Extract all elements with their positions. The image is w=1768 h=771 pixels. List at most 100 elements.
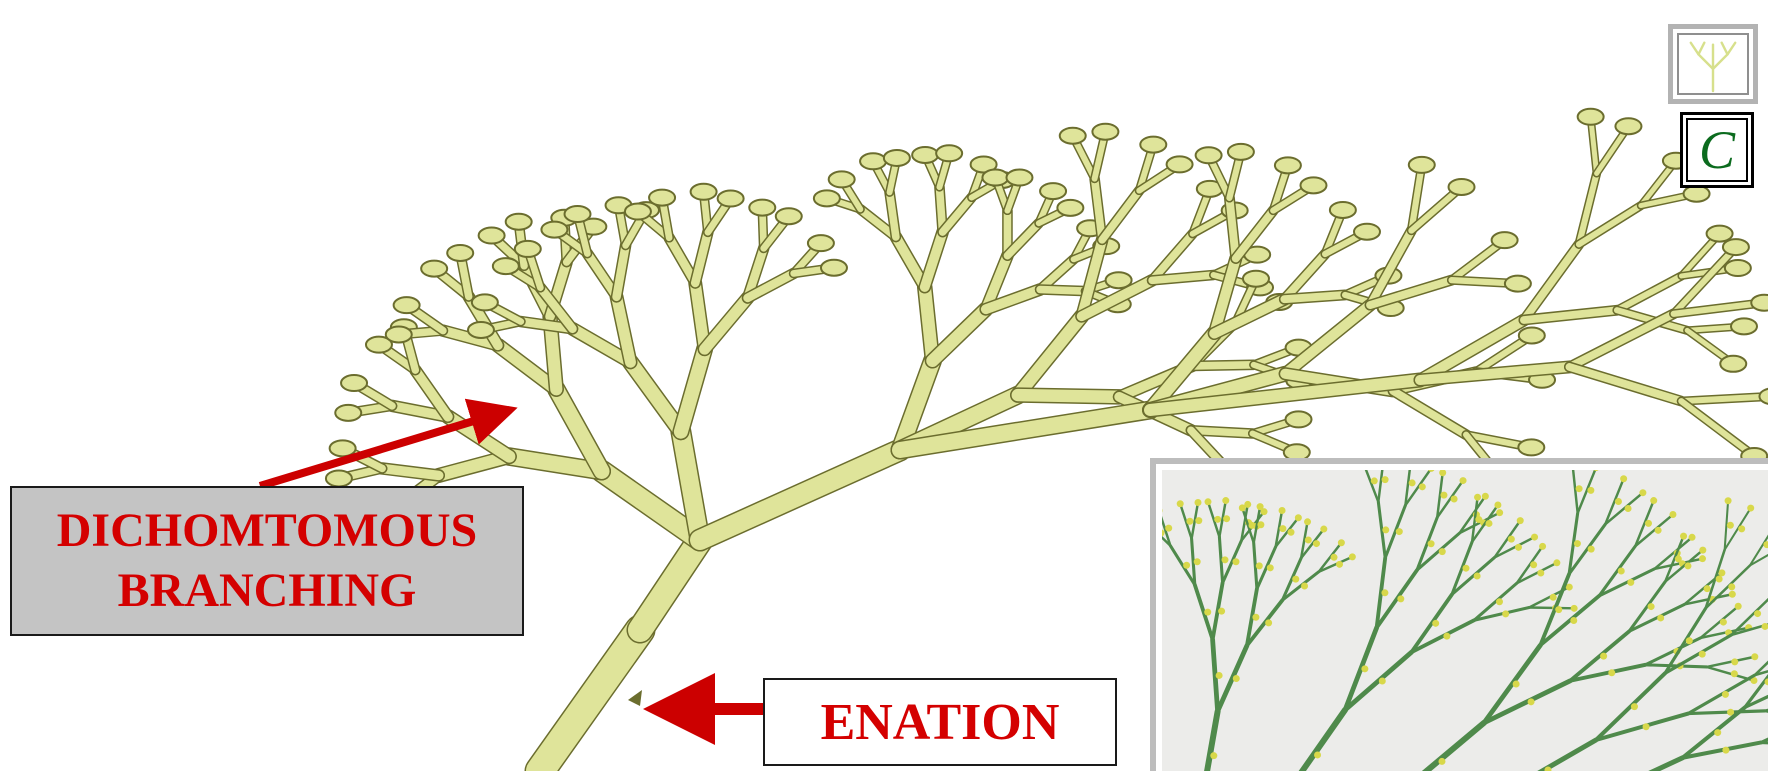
- photo-sporangium: [1475, 516, 1482, 523]
- photo-sporangium: [1699, 651, 1706, 658]
- stem-segment: [640, 540, 700, 630]
- photo-twig: [1665, 608, 1706, 673]
- photo-branches: [1162, 470, 1768, 771]
- photo-sporangium: [1517, 517, 1524, 524]
- stem-segment: [1393, 391, 1466, 435]
- enation-tooth: [628, 690, 642, 706]
- photo-sporangium: [1655, 527, 1662, 534]
- dichotomous-label-line1: DICHOMTOMOUS: [57, 501, 477, 561]
- sporangium-knob: [1505, 276, 1531, 292]
- photo-sporangium: [1555, 606, 1562, 613]
- photo-sporangium: [1409, 479, 1416, 486]
- sporangium-knob: [982, 170, 1008, 186]
- sporangium-knob: [565, 206, 591, 222]
- stem-segment: [1152, 275, 1213, 280]
- sporangium-knob: [1684, 186, 1710, 202]
- sporangium-knob: [1057, 200, 1083, 216]
- photo-sporangium: [1279, 507, 1286, 514]
- branching-plant-icon: [1679, 35, 1747, 93]
- photo-sporangium: [1474, 494, 1481, 501]
- photo-sporangium: [1728, 583, 1735, 590]
- photo-sporangium: [1257, 503, 1264, 510]
- photo-sporangium: [1553, 559, 1560, 566]
- photo-twig: [1573, 470, 1578, 513]
- photo-sporangium: [1485, 520, 1492, 527]
- photo-sporangium: [1631, 703, 1638, 710]
- photo-twig: [1218, 646, 1247, 712]
- sporangium-knob: [1006, 170, 1032, 186]
- photo-sporangium: [1301, 583, 1308, 590]
- sporangium-knob: [1330, 202, 1356, 218]
- sporangium-knob: [330, 440, 356, 456]
- photo-sporangium: [1382, 476, 1389, 483]
- photo-sporangium: [1439, 548, 1446, 555]
- photo-sporangium: [1643, 723, 1650, 730]
- photo-sporangium: [1684, 562, 1691, 569]
- sporangium-knob: [506, 214, 532, 230]
- stem-segment: [617, 245, 626, 296]
- photo-sporangium: [1751, 653, 1758, 660]
- photo-sporangium: [1618, 567, 1625, 574]
- photo-sporangium: [1718, 569, 1725, 576]
- photo-sporangium: [1704, 585, 1711, 592]
- photo-sporangium: [1539, 543, 1546, 550]
- sporangium-knob: [541, 222, 567, 238]
- photo-sporangium: [1537, 570, 1544, 577]
- sporangium-knob: [394, 297, 420, 313]
- photo-sporangium: [1216, 672, 1223, 679]
- photo-sporangium: [1462, 565, 1469, 572]
- sporangium-knob: [884, 150, 910, 166]
- photo-twig: [1202, 711, 1218, 771]
- photo-sporangium: [1379, 678, 1386, 685]
- photo-sporangium: [1570, 617, 1577, 624]
- photo-sporangium: [1550, 594, 1557, 601]
- sporangium-knob: [1725, 260, 1751, 276]
- photo-sporangium: [1731, 658, 1738, 665]
- photo-sporangium: [1725, 497, 1732, 504]
- sporangium-knob: [1040, 183, 1066, 199]
- photo-sporangium: [1186, 518, 1193, 525]
- photo-sporangium: [1233, 675, 1240, 682]
- photo-sporangium: [1223, 515, 1230, 522]
- sporangium-knob: [1300, 177, 1326, 193]
- thumbnail-frame: [1677, 33, 1749, 95]
- photo-sporangium: [1214, 516, 1221, 523]
- photo-sporangium: [1349, 553, 1356, 560]
- photo-sporangium: [1320, 526, 1327, 533]
- photo-twig: [1492, 740, 1596, 771]
- photo-sporangium: [1165, 525, 1172, 532]
- stem-segment: [925, 287, 933, 361]
- dichotomous-label-line2: BRANCHING: [118, 561, 417, 621]
- dichotomous-branching-label: DICHOMTOMOUS BRANCHING: [10, 486, 524, 636]
- stem-segment: [1569, 314, 1673, 367]
- sporangium-knob: [421, 261, 447, 277]
- sporangium-knob: [1228, 144, 1254, 160]
- photo-sporangium: [1222, 497, 1229, 504]
- sporangium-knob: [1060, 128, 1086, 144]
- photo-sporangium: [1720, 619, 1727, 626]
- photo-sporangium: [1574, 540, 1581, 547]
- photo-sporangium: [1754, 610, 1761, 617]
- photo-sporangium: [1588, 546, 1595, 553]
- photo-twig: [1282, 710, 1345, 771]
- photo-sporangium: [1381, 589, 1388, 596]
- photo-sporangium: [1608, 669, 1615, 676]
- photo-sporangium: [1716, 575, 1723, 582]
- photo-sporangium: [1256, 562, 1263, 569]
- photo-sporangium: [1428, 540, 1435, 547]
- photo-sporangium: [1265, 619, 1272, 626]
- photo-sporangium: [1371, 477, 1378, 484]
- photo-sporangium: [1336, 561, 1343, 568]
- sporangium-knob: [1759, 388, 1768, 404]
- photo-sporangium: [1361, 665, 1368, 672]
- photo-sporangium: [1338, 539, 1345, 546]
- photo-sporangium: [1331, 554, 1338, 561]
- badge-letter: C: [1699, 119, 1735, 181]
- photo-sporangium: [1313, 540, 1320, 547]
- photo-sporangium: [1675, 555, 1682, 562]
- photo-sporangium: [1686, 637, 1693, 644]
- photo-sporangium: [1587, 487, 1594, 494]
- photo-sporangium: [1502, 610, 1509, 617]
- photo-sporangium: [1650, 497, 1657, 504]
- enation-label: ENATION: [763, 678, 1117, 766]
